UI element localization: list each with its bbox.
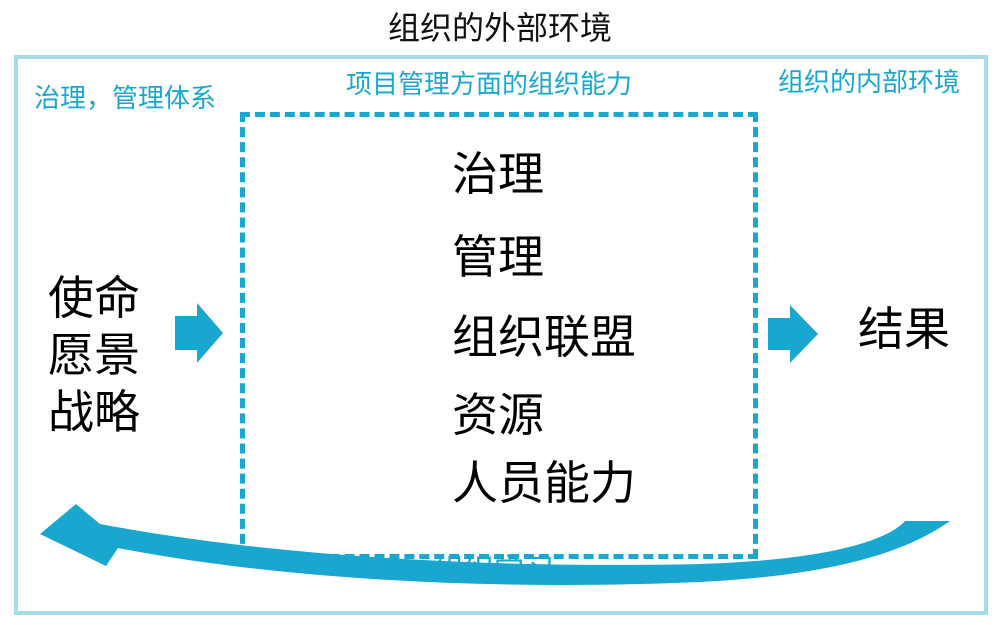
inputs-block: 使命 愿景 战略 xyxy=(48,270,140,441)
feedback-arrow-icon xyxy=(40,504,950,585)
org-capability-box xyxy=(240,112,758,559)
output-result: 结果 xyxy=(858,302,950,356)
internal-environment-label: 组织的内部环境 xyxy=(778,68,961,98)
input-strategy: 战略 xyxy=(48,385,140,439)
output-arrow-icon xyxy=(768,305,818,363)
capability-governance: 治理 xyxy=(452,147,544,201)
input-arrow-icon xyxy=(175,303,223,363)
governance-system-label: 治理，管理体系 xyxy=(34,84,217,114)
input-vision: 愿景 xyxy=(48,328,140,382)
org-learning-label: 组织学习 xyxy=(434,553,554,588)
org-capability-label: 项目管理方面的组织能力 xyxy=(346,70,633,100)
capability-people: 人员能力 xyxy=(452,456,636,510)
input-mission: 使命 xyxy=(48,271,140,325)
outer-environment-title: 组织的外部环境 xyxy=(387,9,612,47)
outer-environment-box xyxy=(14,55,988,615)
capability-resources: 资源 xyxy=(452,388,544,442)
capability-management: 管理 xyxy=(452,230,544,284)
capability-org-alliance: 组织联盟 xyxy=(452,310,636,364)
